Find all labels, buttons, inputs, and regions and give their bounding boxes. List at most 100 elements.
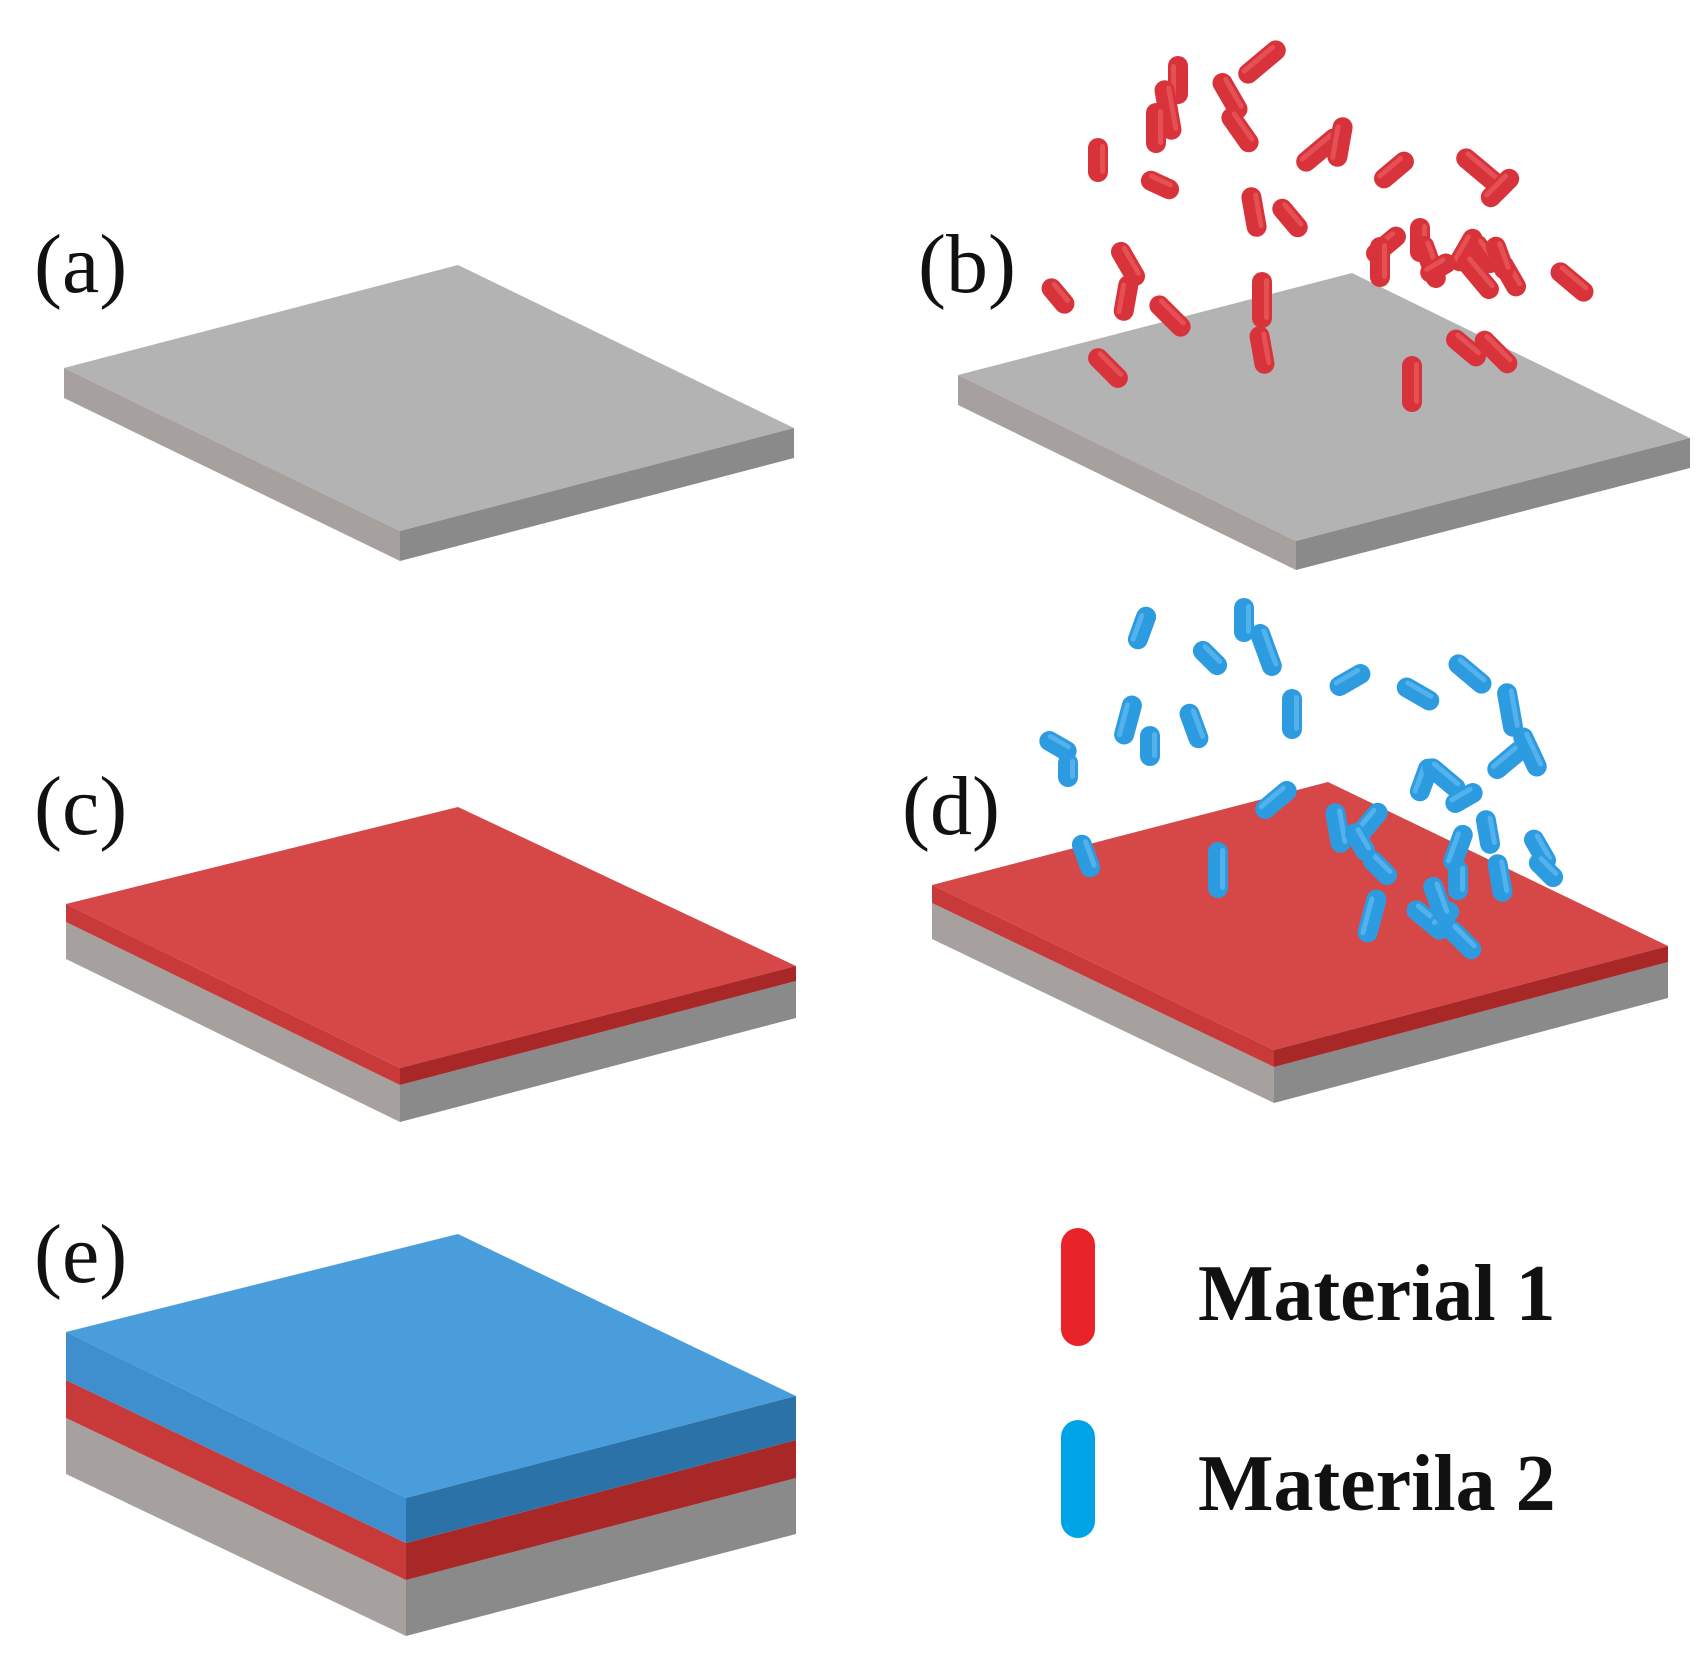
material-1-particle (1457, 252, 1499, 300)
material-2-swatch-icon (1061, 1420, 1095, 1538)
material-2-particle (1192, 640, 1228, 676)
substrate-slab (64, 265, 794, 561)
panel-d: (d) (902, 598, 1668, 1103)
material-2-side-face (406, 1396, 796, 1543)
material-2-particle (1234, 598, 1254, 642)
material-1-particle (1249, 326, 1275, 374)
legend-label-material-2: Materila 2 (1198, 1440, 1556, 1528)
material-2-particle (1114, 695, 1142, 745)
material-1-particle (1088, 138, 1108, 182)
material-1-particle (1272, 198, 1308, 238)
material-1-particle (1252, 272, 1272, 328)
material-2-particle (1058, 753, 1078, 787)
material-1-particle (1485, 236, 1515, 280)
material-1-top-face (932, 782, 1668, 1050)
substrate-front-face (66, 1418, 406, 1636)
material-2-particle (1487, 854, 1513, 902)
substrate-slab (958, 273, 1690, 570)
material-2-particle (1362, 850, 1398, 886)
material-1-side-face (1274, 946, 1668, 1067)
material-1-particle (1550, 262, 1594, 302)
material-1-particle (1241, 187, 1267, 237)
material-2-particle-cloud (1039, 598, 1564, 960)
panel-c: (c) (34, 760, 796, 1122)
material-1-particle (1327, 117, 1353, 167)
panel-label-d: (d) (902, 760, 1000, 853)
material-2-top-face (66, 1234, 796, 1498)
material-1-particle (1370, 237, 1390, 287)
material-2-particle (1140, 726, 1160, 766)
material-1-layer (66, 807, 796, 1085)
material-1-particle (1374, 151, 1414, 189)
material-1-front-face (66, 1380, 406, 1580)
material-2-particle (1475, 810, 1501, 854)
material-1-particle (1041, 278, 1075, 314)
material-1-particle (1088, 348, 1128, 388)
material-1-particle (1111, 241, 1145, 287)
substrate-slab (66, 922, 796, 1122)
material-1-side-face (406, 1440, 796, 1580)
material-2-particle (1448, 654, 1492, 694)
material-1-particle (1446, 329, 1486, 367)
material-2-particle (1487, 741, 1529, 779)
material-1-particle (1212, 73, 1248, 119)
material-1-particle (1140, 170, 1180, 200)
panel-a: (a) (34, 218, 794, 561)
panel-e: (e) (34, 1208, 796, 1636)
substrate-top-face (958, 273, 1690, 541)
substrate-side-face (1274, 962, 1668, 1103)
legend-label-material-1: Material 1 (1198, 1250, 1556, 1338)
material-2-particle (1325, 803, 1351, 853)
panel-label-e: (e) (34, 1208, 127, 1301)
material-1-particle (1146, 103, 1166, 153)
material-1-side-face (400, 966, 796, 1085)
panel-label-a: (a) (34, 218, 127, 311)
substrate-side-face (1296, 438, 1690, 570)
substrate-slab (932, 903, 1668, 1103)
substrate-front-face (958, 375, 1296, 570)
substrate-side-face (406, 1478, 796, 1636)
material-2-particle (1208, 842, 1228, 898)
substrate-front-face (66, 922, 400, 1122)
substrate-side-face (400, 981, 796, 1122)
material-1-particle (1221, 107, 1259, 153)
substrate-front-face (932, 903, 1274, 1103)
material-1-swatch-icon (1061, 1228, 1095, 1346)
substrate-side-face (400, 428, 794, 561)
material-2-particle (1497, 683, 1523, 737)
material-2-particle (1396, 677, 1440, 711)
material-2-particle (1179, 703, 1209, 749)
material-2-particle (1127, 606, 1157, 650)
material-1-particle (1474, 330, 1518, 374)
material-2-particle (1442, 920, 1482, 960)
material-1-layer (932, 782, 1668, 1067)
material-2-particle (1329, 664, 1371, 696)
material-2-particle (1528, 852, 1564, 888)
material-2-particle (1250, 624, 1282, 676)
panel-label-c: (c) (34, 760, 127, 853)
material-2-particle (1255, 781, 1297, 819)
material-1-particle (1238, 40, 1286, 84)
panel-b: (b) (918, 40, 1690, 570)
material-2-particle (1282, 689, 1302, 739)
substrate-front-face (64, 368, 400, 561)
material-1-particle (1420, 253, 1456, 283)
material-1-particle (1480, 168, 1520, 208)
material-2-front-face (66, 1332, 406, 1543)
legend: Material 1 Materila 2 (1061, 1228, 1556, 1538)
material-2-particle (1423, 876, 1453, 924)
material-1-top-face (66, 807, 796, 1068)
material-2-particle (1513, 727, 1547, 777)
material-1-front-face (932, 885, 1274, 1067)
material-2-particle (1071, 834, 1101, 878)
substrate-top-face (64, 265, 794, 531)
legend-item-material-1: Material 1 (1061, 1228, 1556, 1346)
material-2-particle (1422, 758, 1466, 798)
legend-item-material-2: Materila 2 (1061, 1420, 1556, 1538)
material-1-particle (1456, 148, 1504, 192)
material-2-layer (66, 1234, 796, 1543)
material-2-particle (1345, 823, 1375, 861)
material-1-layer (66, 1380, 796, 1580)
material-2-particle (1357, 889, 1387, 943)
